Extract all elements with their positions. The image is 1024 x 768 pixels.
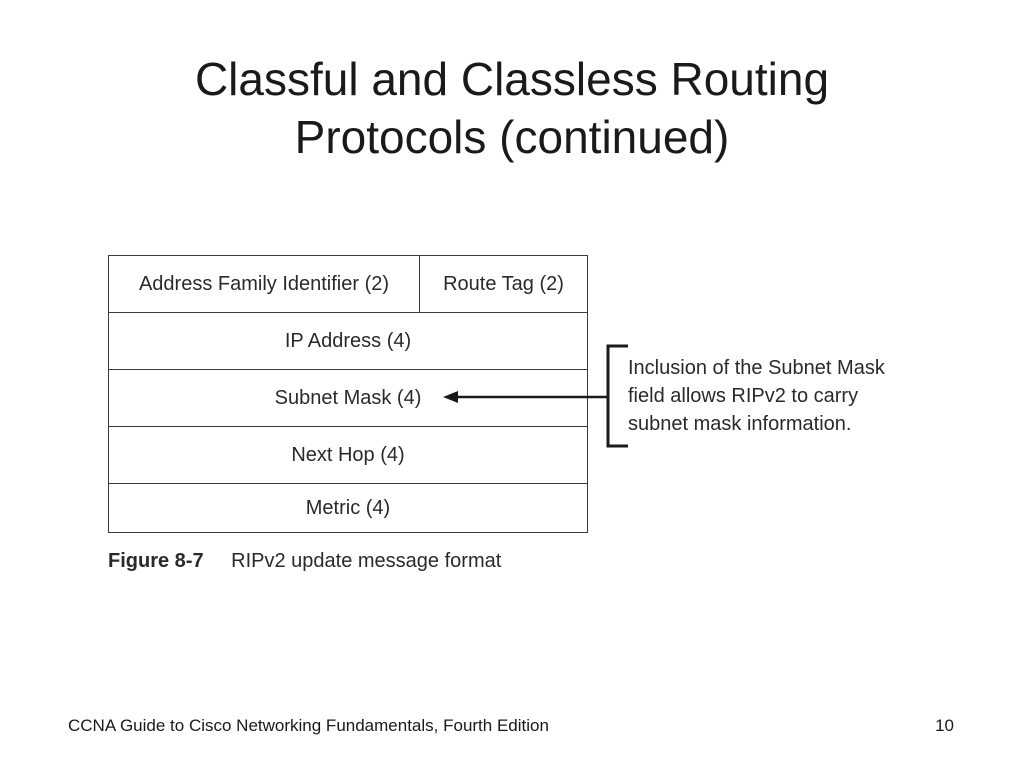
slide-title: Classful and Classless Routing Protocols… [0, 50, 1024, 166]
figure-caption-text: RIPv2 update message format [231, 550, 502, 572]
field-next-hop: Next Hop (4) [109, 426, 587, 483]
field-subnet-mask: Subnet Mask (4) [109, 369, 587, 426]
ripv2-message-format-table: Address Family Identifier (2) Route Tag … [108, 255, 588, 533]
callout-line-2: field allows RIPv2 to carry [628, 385, 859, 407]
title-line-1: Classful and Classless Routing [194, 53, 830, 105]
field-ip-address: IP Address (4) [109, 312, 587, 369]
field-address-family-identifier: Address Family Identifier (2) [109, 256, 420, 312]
page-number: 10 [935, 716, 954, 735]
title-line-2: Protocols (continued) [294, 111, 730, 163]
subnet-mask-callout: Inclusion of the Subnet Mask field allow… [628, 354, 948, 438]
callout-line-1: Inclusion of the Subnet Mask [628, 357, 885, 379]
callout-line-3: subnet mask information. [628, 413, 852, 435]
table-row-afi-route-tag: Address Family Identifier (2) Route Tag … [109, 256, 587, 312]
field-metric: Metric (4) [109, 483, 587, 532]
figure-caption: Figure 8-7 RIPv2 update message format [108, 550, 501, 573]
callout-bracket [606, 344, 628, 448]
field-route-tag: Route Tag (2) [443, 272, 564, 295]
footer-book-title: CCNA Guide to Cisco Networking Fundament… [68, 716, 549, 735]
figure-number: Figure 8-7 [108, 550, 204, 572]
